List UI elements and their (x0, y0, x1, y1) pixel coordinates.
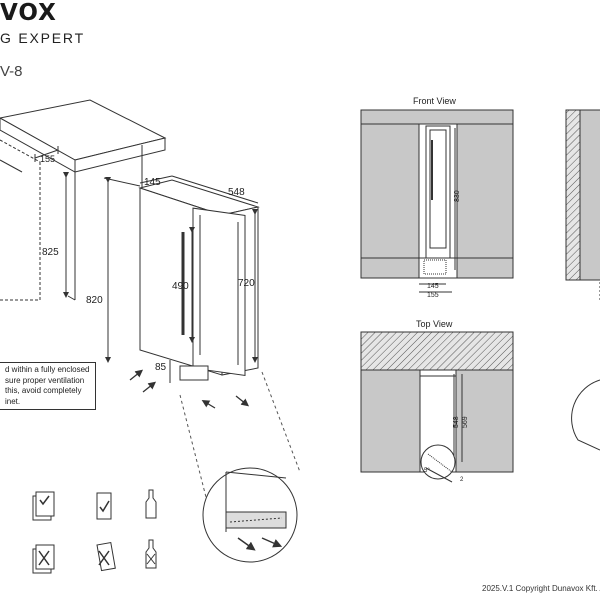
warning-line: d within a fully enclosed (5, 365, 90, 374)
dim-cutout-depth-label: 155 (40, 154, 55, 164)
angle-label: 5° (424, 468, 430, 474)
front-height-label: 830 (454, 190, 461, 202)
icon-cabinet-grid-no (32, 544, 55, 574)
dim-depth-label: 548 (228, 187, 245, 198)
install-icons (32, 489, 157, 574)
airflow-arrows (129, 369, 250, 409)
dim-door-height-label: 490 (172, 281, 189, 292)
dim-total-height (103, 177, 141, 363)
dim-body-height-label: 720 (238, 278, 255, 289)
warning-line: this, avoid completely (5, 386, 82, 395)
dim-width-label: 145 (144, 177, 161, 188)
brand-logo: VOX (0, 0, 57, 26)
front-view-title: Front View (413, 96, 456, 106)
dim-width-line (139, 175, 173, 184)
side-view (565, 109, 600, 300)
top-view (360, 331, 514, 483)
zoom-projection (179, 371, 301, 506)
warning-line: inet. (5, 396, 21, 406)
zoom-detail (202, 467, 298, 563)
top-depth-label: 548 (453, 416, 460, 428)
top-depth2-label: 569 (462, 416, 469, 428)
dim-depth-line (171, 175, 259, 204)
front-dims (419, 283, 452, 293)
icon-bottle-ok (145, 489, 157, 519)
warning-line: sure proper ventilation (5, 375, 85, 385)
front-cutout-label: 155 (427, 292, 439, 299)
icon-appliance-ok (96, 492, 112, 520)
icon-cabinet-grid-ok (32, 491, 55, 521)
top-view-title: Top View (416, 319, 453, 329)
dim-cutout-depth (34, 146, 59, 162)
dim-cutout-height-label: 825 (42, 247, 59, 258)
gap-label: 2 (460, 477, 464, 483)
rotation-detail (571, 379, 600, 451)
appliance-iso (138, 179, 260, 381)
dim-plinth-label: 85 (155, 362, 167, 373)
front-width-label: 145 (427, 283, 439, 290)
icon-bottle-no (145, 539, 157, 569)
model-label: V-8 (0, 63, 23, 80)
brand-tagline: G EXPERT (0, 30, 85, 46)
dim-total-height-label: 820 (86, 295, 103, 306)
copyright-notice: 2025.V.1 Copyright Dunavox Kft. All r (482, 584, 600, 593)
icon-appliance-no (96, 541, 116, 572)
ventilation-warning: d within a fully enclosed sure proper ve… (0, 362, 96, 410)
front-view (360, 109, 514, 279)
